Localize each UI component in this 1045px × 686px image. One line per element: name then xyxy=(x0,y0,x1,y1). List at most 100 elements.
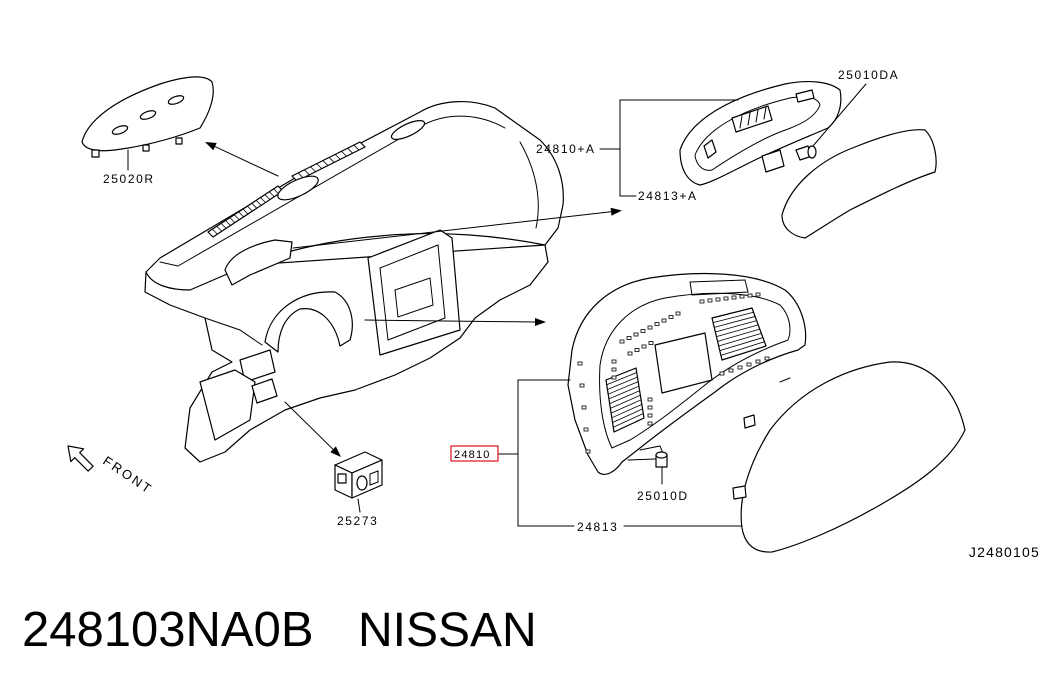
indicator-lamp xyxy=(647,397,653,402)
hatch-line xyxy=(242,208,249,215)
indicator-lamp xyxy=(747,293,753,298)
cover-lower-drawing xyxy=(732,361,966,553)
hatch-line xyxy=(713,311,754,324)
hatch-line xyxy=(341,150,347,157)
hatch-line xyxy=(238,211,244,218)
indicator-lamp xyxy=(764,356,770,361)
hatch-line xyxy=(611,403,642,419)
indicator-lamp xyxy=(581,405,587,410)
callout-25010d: 25010D xyxy=(637,489,689,503)
hatch-line xyxy=(220,223,227,229)
hatch-line xyxy=(353,144,360,151)
hatch-line xyxy=(608,385,640,400)
bracket-upper-assembly xyxy=(599,99,739,197)
lower-trim-line xyxy=(204,317,263,346)
switch-mount-area xyxy=(251,378,278,404)
hatch-line xyxy=(606,372,637,386)
instrument-panel-drawing xyxy=(144,101,564,463)
indicator-lamp xyxy=(707,298,713,303)
hatch-line xyxy=(304,169,310,176)
defroster-grille-center-slits xyxy=(297,144,360,179)
hatch-line xyxy=(715,320,757,333)
indicator-lamp xyxy=(647,325,653,330)
indicator-lamp xyxy=(611,375,617,380)
indicator-lamp xyxy=(654,322,660,326)
hatch-line xyxy=(225,220,231,226)
hatch-line xyxy=(720,341,765,356)
indicator-lamp xyxy=(647,413,653,418)
indicator-lamp xyxy=(755,359,761,364)
hatch-line xyxy=(716,324,759,338)
speaker-grille-left xyxy=(277,175,319,201)
indicator-lamp xyxy=(675,311,681,316)
hatch-line xyxy=(316,163,323,169)
front-arrow-icon xyxy=(67,445,94,472)
screw-25010da-drawing xyxy=(795,145,817,161)
hatch-line xyxy=(268,191,275,198)
indicator-lamp xyxy=(723,296,729,301)
indicator-lamps xyxy=(577,292,770,454)
hatch-line xyxy=(610,399,642,414)
lid-25020r-drawing xyxy=(81,76,214,158)
arrow-to-upper-cluster xyxy=(292,207,622,249)
hatch-line xyxy=(297,172,304,179)
hatch-line xyxy=(610,394,641,409)
arrow-to-lid xyxy=(205,142,279,177)
indicator-lamp xyxy=(633,332,639,337)
indicator-lamp xyxy=(641,344,647,349)
meter-hood xyxy=(264,291,353,353)
callout-24813: 24813 xyxy=(577,520,618,534)
hatch-line xyxy=(613,413,644,428)
indicator-lamp xyxy=(739,294,745,299)
indicator-lamp xyxy=(728,368,734,373)
callout-25020r: 25020R xyxy=(103,172,155,186)
cluster-display xyxy=(654,332,713,394)
hatch-line xyxy=(607,376,638,390)
callout-24813-a: 24813+A xyxy=(638,189,698,203)
indicator-lamp xyxy=(577,361,583,366)
indicator-lamp xyxy=(746,362,752,367)
instrument-panel-side-crease xyxy=(519,141,539,229)
figure-code: J2480105 xyxy=(969,544,1040,560)
hatch-line xyxy=(612,408,643,423)
leader-25273 xyxy=(357,498,361,513)
hatch-line xyxy=(718,332,762,347)
center-stack-inner xyxy=(379,244,446,341)
cluster-assy-drawing xyxy=(567,272,807,475)
arrow-to-cluster xyxy=(364,318,546,326)
screw-25010d-drawing xyxy=(627,451,668,468)
hatch-line xyxy=(233,214,240,221)
indicator-lamp xyxy=(647,421,653,426)
indicator-lamp xyxy=(640,329,646,333)
indicator-lamp xyxy=(619,339,625,344)
leader-25010da xyxy=(812,83,867,147)
hatch-line xyxy=(310,166,316,173)
cluster-hood-small xyxy=(224,239,293,286)
hatch-line xyxy=(247,205,253,212)
defroster-grille-center xyxy=(291,141,366,182)
brand-name: NISSAN xyxy=(358,604,537,657)
indicator-lamp xyxy=(611,359,617,364)
indicator-lamp xyxy=(634,348,640,352)
indicator-lamp xyxy=(583,427,589,432)
hatch-line xyxy=(264,194,271,200)
callout-24810: 24810 xyxy=(454,449,491,461)
hatch-line xyxy=(717,328,760,342)
hatch-line xyxy=(719,337,764,352)
indicator-lamp xyxy=(731,295,737,300)
hatch-line xyxy=(714,316,756,328)
knee-panel xyxy=(199,369,256,441)
hatch-line xyxy=(229,217,236,223)
hatch-line xyxy=(322,160,329,166)
indicator-lamp xyxy=(737,365,743,370)
hatch-line xyxy=(328,157,335,163)
hatch-line xyxy=(260,197,266,203)
hatch-line xyxy=(273,188,279,195)
hatch-line xyxy=(212,228,218,235)
indicator-lamp xyxy=(647,405,653,410)
indicator-lamp xyxy=(626,336,632,340)
cover-upper-drawing xyxy=(781,129,937,239)
indicator-lamp xyxy=(585,449,591,454)
callout-24810-a: 24810+A xyxy=(536,142,596,156)
